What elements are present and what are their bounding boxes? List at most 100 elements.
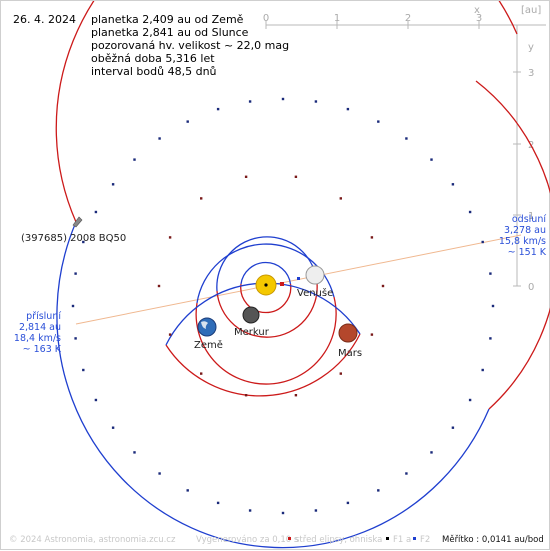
venus-orbit-red (216, 282, 318, 338)
orbit-dot (111, 183, 115, 186)
orbit-dot (381, 284, 385, 288)
orbit-dot (168, 333, 172, 336)
orbit-dot (216, 107, 220, 111)
legend-f1-marker (386, 537, 389, 540)
orbit-dot (481, 240, 484, 244)
orbit-dot (281, 511, 285, 515)
orbit-dot (481, 368, 484, 372)
orbit-dot (133, 158, 136, 161)
orbit-time-markers (71, 97, 495, 515)
orbit-dot (71, 304, 75, 308)
orbit-dot (377, 120, 380, 123)
orbit-dot (168, 236, 172, 239)
x-axis (265, 21, 546, 29)
legend-f2-marker (413, 537, 416, 540)
legend-f1-text: F1 a (393, 535, 411, 545)
scale-text: Měřítko : 0,0141 au/bod (442, 535, 544, 545)
mercury-orbit-blue (240, 261, 292, 285)
orbit-dot (489, 272, 492, 275)
orbit-dot (248, 509, 252, 512)
perihelion-distance: 2,814 au (19, 322, 61, 333)
orbit-dot (314, 100, 318, 103)
venus-label: Venuše (297, 287, 333, 299)
generated-text: Vygenerováno za 0,10 s (196, 535, 299, 545)
aphelion-speed: 15,8 km/s (499, 236, 546, 247)
orbit-dot (430, 158, 433, 161)
orbit-dot (216, 501, 220, 505)
info-line: pozorovaná hv. velikost ~ 22,0 mag (91, 39, 289, 52)
y-axis (513, 25, 521, 287)
mercury-orbit-red (240, 283, 292, 314)
axis-unit: [au] (521, 5, 541, 16)
orbit-dot (94, 398, 98, 402)
orbit-dot (405, 472, 408, 475)
mars-icon[interactable] (338, 323, 358, 343)
orbit-dot (294, 394, 298, 397)
orbit-dot (370, 236, 374, 239)
x-tick-label: 3 (476, 13, 482, 24)
x-tick-label: 2 (405, 13, 411, 24)
orbit-dot (157, 284, 161, 288)
asteroid-orbit-blue (56, 221, 490, 549)
orbit-dot (133, 451, 136, 454)
mercury-icon[interactable] (242, 306, 260, 324)
aphelion-label: odsluní (512, 214, 546, 225)
asteroid-icon[interactable] (72, 216, 83, 228)
y-tick-label: 0 (528, 282, 534, 293)
info-line: oběžná doba 5,316 let (91, 52, 215, 65)
orbit-dot (405, 137, 408, 140)
orbit-dot (346, 107, 350, 111)
orbit-dot (158, 472, 161, 475)
venus-orbit-blue (216, 236, 318, 292)
legend-center-marker (288, 537, 291, 540)
earth-orbit-red (195, 296, 337, 385)
orbit-dot (244, 394, 248, 397)
orbit-dot (489, 337, 492, 340)
orbit-dot (491, 304, 495, 308)
orbit-dot (370, 333, 374, 336)
y-axis-label: y (528, 42, 534, 53)
aphelion-temp: ~ 151 K (508, 247, 547, 258)
orbit-dot (248, 100, 252, 103)
orbit-dot (430, 451, 433, 454)
info-line: interval bodů 48,5 dnů (91, 65, 217, 78)
orbit-dot (346, 501, 350, 505)
legend-center-text: střed elipsy, ohniska (295, 535, 382, 545)
info-line: planetka 2,409 au od Země (91, 13, 244, 26)
orbit-dot (82, 368, 85, 372)
x-axis-label: x (474, 5, 480, 16)
perihelion-speed: 18,4 km/s (14, 333, 61, 344)
orbit-dot (200, 197, 203, 200)
orbit-dot (74, 337, 77, 340)
orbit-dot (186, 489, 189, 492)
focus-marker (264, 283, 268, 287)
perihelion-temp: ~ 163 K (23, 344, 62, 355)
y-tick-label: 1 (528, 211, 534, 222)
copyright-text: © 2024 Astronomia, astronomia.zcu.cz (9, 535, 176, 545)
aphelion-distance: 3,278 au (504, 225, 546, 236)
orbit-dot (339, 197, 342, 200)
orbit-dot (314, 509, 318, 512)
earth-cloud-shape (201, 321, 208, 329)
orbit-dot (281, 97, 285, 101)
info-line: planetka 2,841 au od Slunce (91, 26, 249, 39)
asteroid-orbit-red (55, 1, 518, 223)
mars-orbit-red (165, 333, 361, 397)
venus-icon[interactable] (305, 265, 325, 285)
earth-icon[interactable] (197, 317, 217, 337)
orbit-dot (339, 372, 342, 375)
orbit-dot (244, 175, 248, 178)
orbit-dot (74, 272, 77, 275)
orbit-dot (451, 183, 455, 186)
f2-marker (297, 277, 300, 280)
asteroid-label: (397685) 2008 BQ50 (21, 233, 126, 244)
orbit-dot (377, 489, 380, 492)
orbit-dot (200, 372, 203, 375)
orbit-dot (158, 137, 161, 140)
ellipse-center-marker (280, 282, 284, 286)
orbit-dot (186, 120, 189, 123)
orbit-dot (294, 175, 298, 178)
orbit-dot (451, 426, 455, 429)
x-tick-label: 1 (334, 13, 340, 24)
